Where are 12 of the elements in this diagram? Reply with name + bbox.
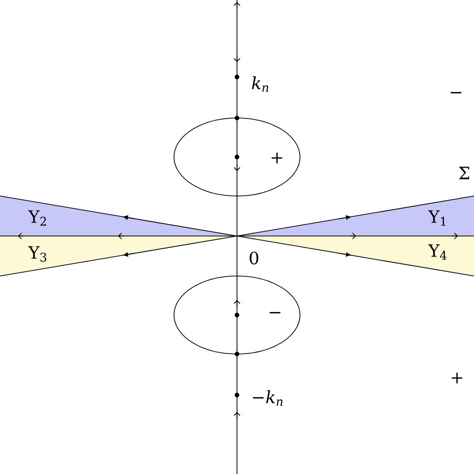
math-label: Υ$_{3}$ [28, 246, 46, 262]
math-label: + [452, 372, 462, 384]
math-label: − [270, 312, 280, 314]
math-label: Υ$_{1}$ [428, 210, 446, 226]
math-label: Υ$_{4}$ [428, 244, 447, 260]
math-label: k$_{n}$ [252, 76, 268, 92]
math-label: −k$_{n}$ [253, 390, 283, 406]
math-label: Υ$_{2}$ [28, 210, 46, 226]
math-label: − [450, 92, 462, 94]
math-label: Σ [458, 166, 470, 180]
math-label: + [272, 152, 282, 164]
math-label: 0 [250, 252, 258, 264]
